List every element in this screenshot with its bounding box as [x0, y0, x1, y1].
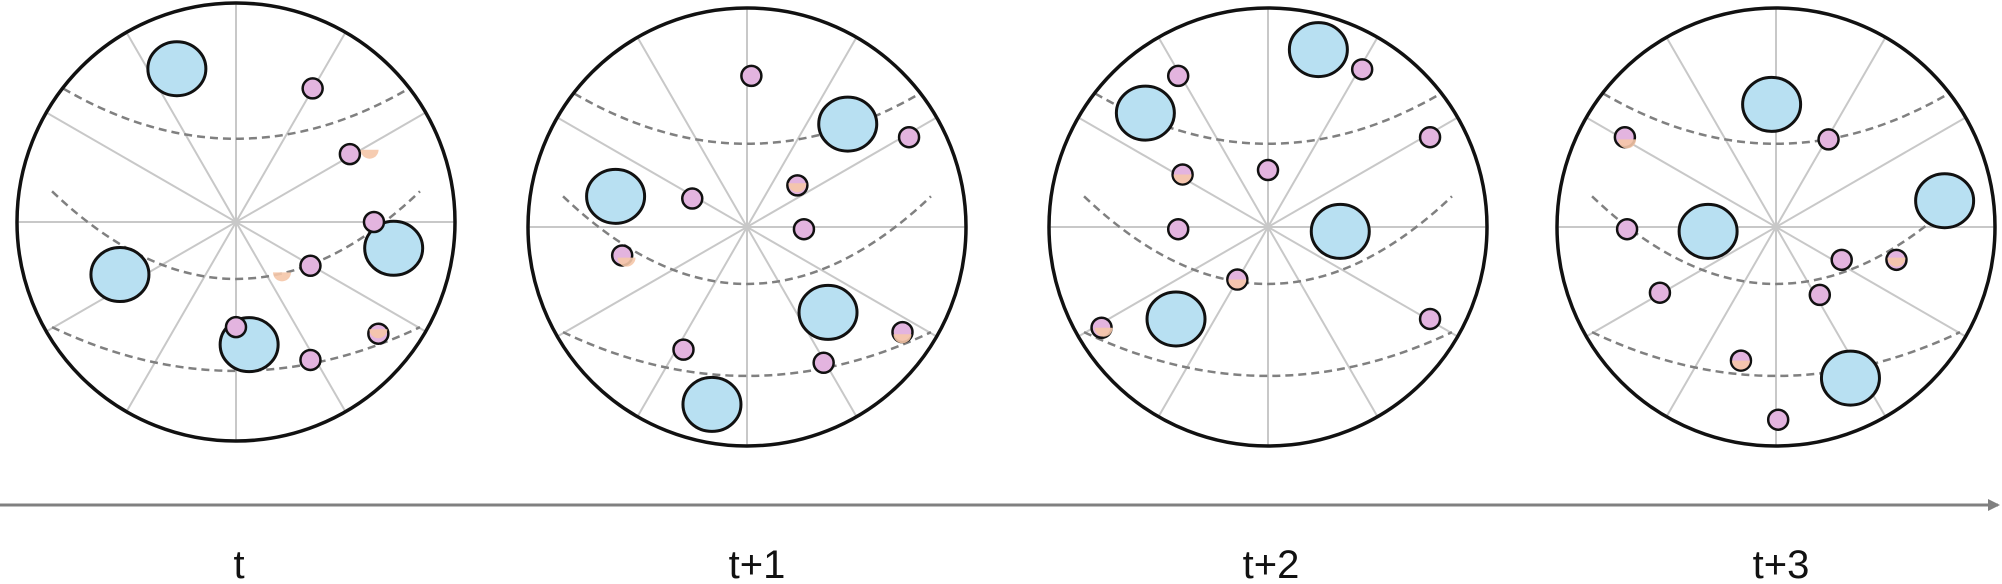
orange-tint [360, 149, 379, 159]
dashed-arc [1083, 330, 1453, 378]
large-blue-cell [363, 219, 425, 277]
dashed-arc [51, 325, 421, 373]
small-pink-particle [812, 351, 835, 375]
orange-tint [369, 329, 388, 339]
small-pink-particle [1418, 125, 1442, 149]
large-blue-cell [1819, 349, 1881, 407]
radial-spokes [1557, 8, 1995, 446]
frame-panel-t-plus-1: t+1 [526, 6, 968, 584]
frame-panel-t: t [15, 1, 457, 584]
disk-outline [526, 6, 968, 448]
frame-panel-t-plus-3: t+3 [1555, 6, 1997, 584]
small-pink-particle [301, 77, 324, 100]
large-blue-cell [1677, 202, 1739, 260]
small-pink-particle [792, 217, 816, 241]
large-blue-cell [1145, 290, 1207, 348]
dashed-arc [1083, 195, 1453, 286]
large-blue-cell [89, 246, 151, 304]
large-blue-cell [1309, 202, 1371, 260]
large-blue-cell [797, 283, 859, 341]
disk-outline [1047, 6, 1489, 448]
small-pink-particle [672, 338, 695, 361]
small-pink-particle [224, 315, 248, 339]
small-pink-particle [1166, 217, 1190, 241]
small-pink-particle [299, 348, 322, 372]
dashed-arc [562, 85, 932, 145]
small-pink-particle [1766, 408, 1790, 431]
disk-outline [15, 1, 457, 443]
spoke-line [556, 116, 938, 338]
spoke-line [1077, 116, 1459, 338]
dashed-arc [562, 195, 932, 286]
orange-tint [1094, 327, 1113, 337]
small-pink-particle [1256, 158, 1280, 182]
frame-label-t-plus-2: t+2 [1243, 543, 1300, 584]
dashed-arcs [562, 85, 932, 378]
large-blue-cell [585, 167, 647, 225]
frame-label-t-plus-3: t+3 [1753, 543, 1810, 584]
frame-label-t: t [233, 543, 244, 584]
small-pink-particle [1648, 281, 1672, 304]
small-pink-particle [338, 142, 362, 166]
disk-outline [1555, 6, 1997, 448]
dashed-arc [1591, 85, 1961, 145]
frame-panel-t-plus-2: t+2 [1047, 6, 1489, 584]
small-pink-particle [1615, 217, 1639, 241]
dashed-arcs [1591, 85, 1961, 378]
large-blue-cell [1287, 21, 1349, 79]
frame-disk-t-plus-1 [526, 6, 968, 448]
large-blue-cell [1914, 172, 1976, 230]
small-pink-particle [362, 210, 386, 234]
frame-disk-t-plus-2 [1047, 6, 1489, 448]
small-pink-particle [1166, 64, 1190, 88]
dashed-arc [1591, 330, 1961, 378]
dashed-arc [1591, 195, 1961, 286]
orange-tint [1228, 279, 1247, 289]
small-pink-particle [1418, 307, 1442, 331]
orange-tint [893, 334, 912, 344]
large-blue-cell [681, 375, 743, 433]
small-pink-particle [681, 187, 704, 210]
orange-tint [617, 257, 636, 267]
orange-tint [1731, 360, 1750, 370]
spoke-line [1585, 116, 1967, 338]
frame-disk-t [15, 1, 457, 443]
orange-tint [1618, 139, 1637, 149]
large-blue-cell [146, 40, 208, 98]
small-pink-particle [1817, 128, 1840, 151]
orange-tint [1173, 174, 1192, 184]
small-pink-particle [1350, 58, 1374, 81]
frame-label-t-plus-1: t+1 [729, 543, 786, 584]
small-pink-particle [740, 64, 763, 88]
small-pink-particle [1830, 248, 1853, 272]
large-blue-cell [817, 95, 879, 153]
orange-tint [788, 183, 807, 193]
small-pink-particle [1808, 283, 1832, 307]
frame-disk-t-plus-3 [1555, 6, 1997, 448]
orange-tint [1887, 257, 1906, 267]
large-blue-cell [1114, 84, 1176, 142]
orange-tint [272, 272, 291, 282]
large-blue-cell [1741, 75, 1803, 133]
dashed-arc [51, 80, 421, 140]
radial-spokes [1049, 8, 1487, 446]
small-pink-particle [299, 254, 322, 278]
dashed-arc [562, 330, 932, 378]
small-pink-particle [897, 125, 921, 149]
